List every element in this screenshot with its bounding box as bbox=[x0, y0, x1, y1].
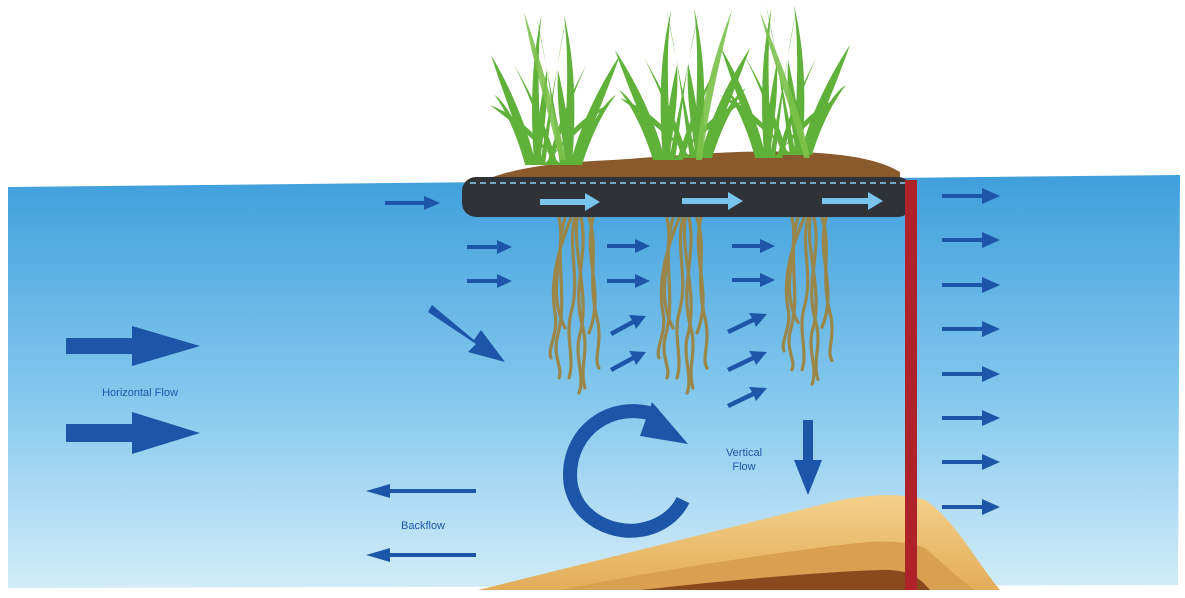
vertical-flow-label-line1: Vertical bbox=[704, 446, 784, 460]
horizontal-flow-label: Horizontal Flow bbox=[70, 386, 210, 400]
vertical-flow-label-line2: Flow bbox=[704, 460, 784, 474]
anchor-stake bbox=[905, 180, 917, 590]
backflow-label: Backflow bbox=[378, 519, 468, 533]
vertical-flow-label: Vertical Flow bbox=[704, 446, 784, 474]
